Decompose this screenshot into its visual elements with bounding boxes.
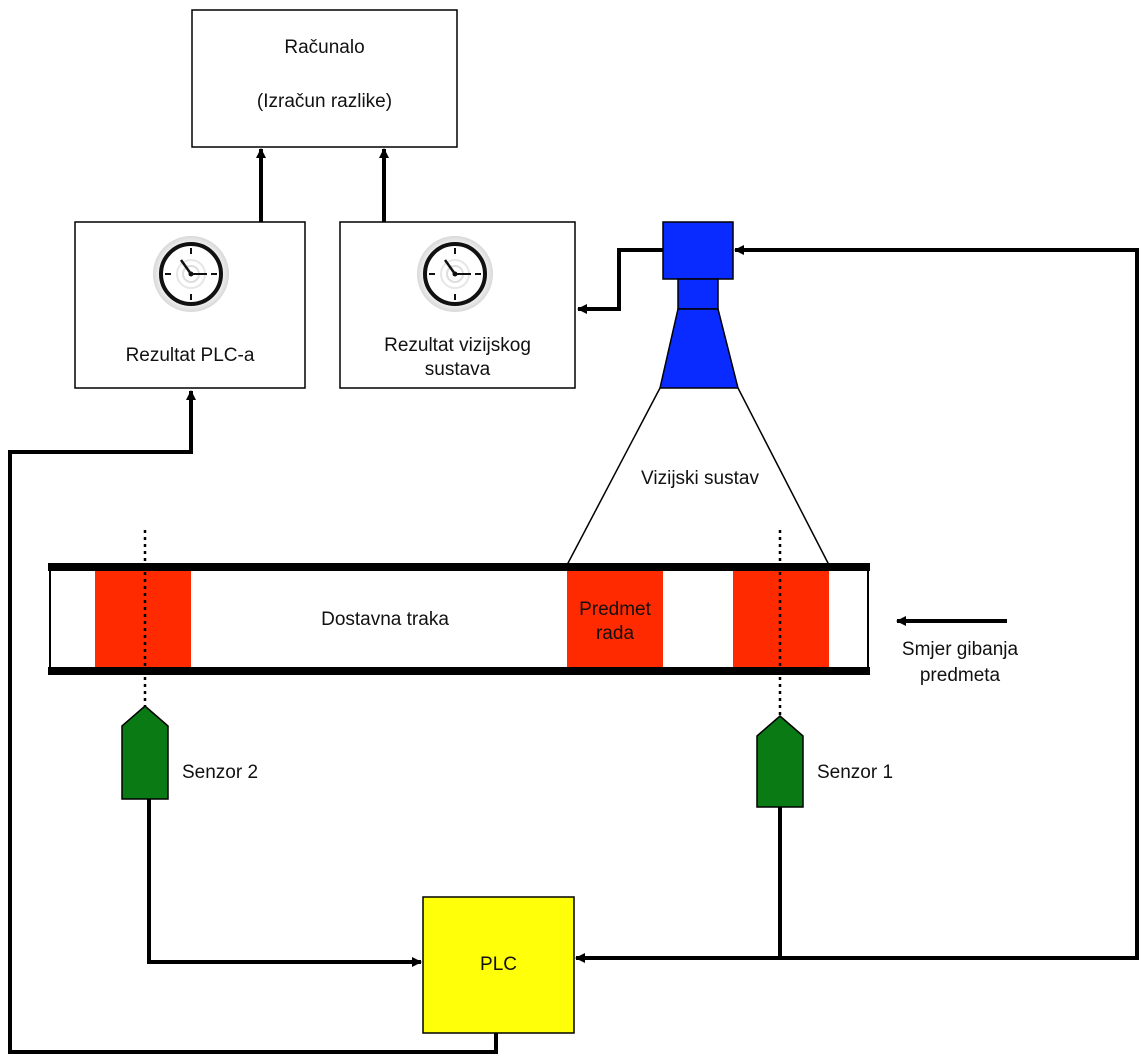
plc-result-label: Rezultat PLC-a <box>125 345 255 366</box>
wire-sensor2-to-plc <box>147 799 422 967</box>
wire-sensor1-to-plc <box>575 807 782 963</box>
direction-label-line1: Smjer gibanja <box>901 639 1019 660</box>
sensor1-label: Senzor 1 <box>817 762 894 783</box>
clock-icon <box>417 236 493 312</box>
sensor2-body <box>121 705 169 800</box>
wire-plc-to-plc-result <box>8 390 498 1054</box>
sensor2-label: Senzor 2 <box>182 762 259 783</box>
vision-result-label-line2: sustava <box>424 359 491 380</box>
wire-plc-to-camera <box>734 245 1139 960</box>
workpiece-left <box>95 571 191 667</box>
workpiece-middle <box>567 571 663 667</box>
computer-box <box>191 9 458 148</box>
clock-icon <box>153 236 229 312</box>
vision-field-right <box>737 387 830 566</box>
workpiece-label-line2: rada <box>595 623 635 644</box>
computer-title: Računalo <box>284 37 365 58</box>
vision-system-label: Vizijski sustav <box>641 468 759 489</box>
workpiece-label-line1: Predmet <box>579 599 651 620</box>
camera-neck <box>677 278 719 310</box>
workpiece-right <box>733 571 829 667</box>
computer-subtitle: (Izračun razlike) <box>256 91 393 112</box>
sensor1-body <box>756 715 804 808</box>
direction-label-line2: predmeta <box>919 665 1001 686</box>
camera-lens <box>659 308 739 389</box>
arrow-camera-to-vision-result <box>577 248 663 314</box>
plc-label: PLC <box>480 954 517 975</box>
conveyor-label: Dostavna traka <box>321 609 449 630</box>
vision-result-label-line1: Rezultat vizijskog <box>384 335 531 356</box>
camera-body <box>662 221 734 280</box>
vision-field-left <box>566 387 661 566</box>
plc-box <box>422 896 575 1034</box>
